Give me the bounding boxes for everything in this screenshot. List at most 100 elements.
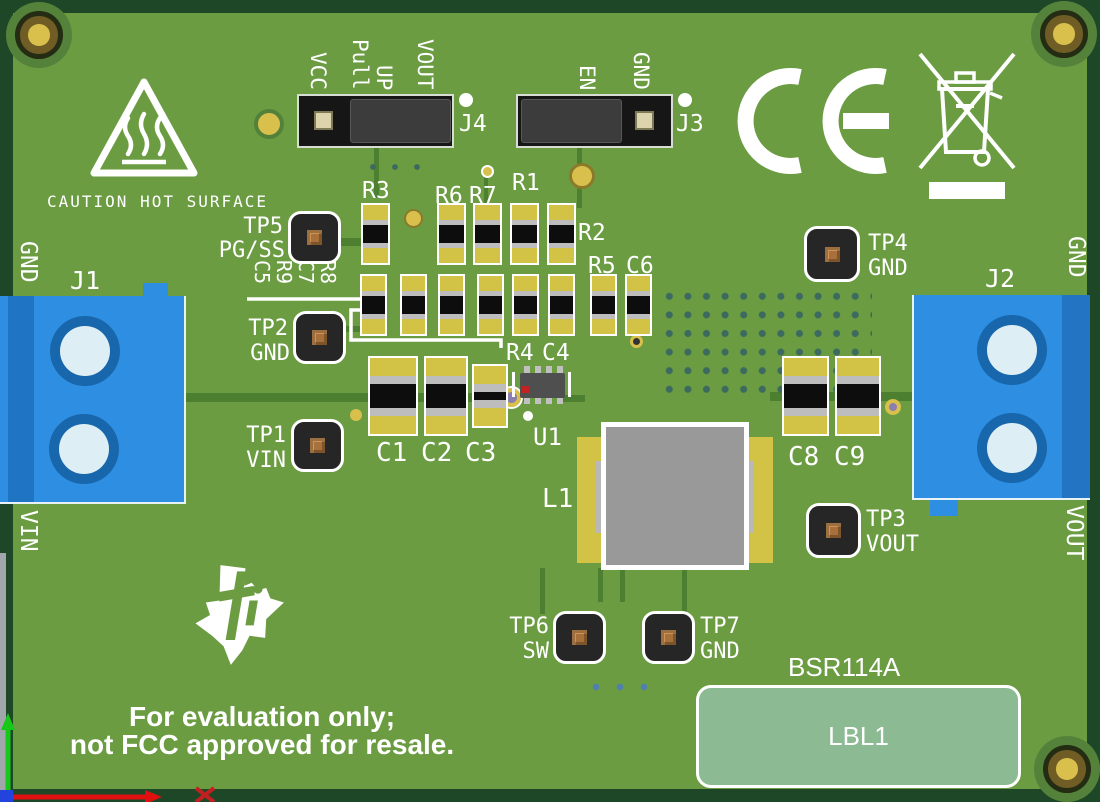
via-dots-small bbox=[362, 162, 432, 172]
jumper-j3 bbox=[516, 94, 673, 148]
testpoint-tp5 bbox=[288, 211, 341, 264]
mounting-hole bbox=[6, 2, 72, 68]
tp7-refdes: TP7 bbox=[700, 614, 740, 639]
mounting-hole bbox=[1031, 1, 1097, 67]
refdes-c3: C3 bbox=[465, 438, 497, 468]
tp5-signal: PG/SS bbox=[218, 238, 285, 263]
via-dots-small bbox=[584, 681, 650, 693]
resistor-r2 bbox=[547, 203, 576, 265]
connector-hole bbox=[977, 413, 1047, 483]
via bbox=[481, 165, 494, 178]
tp4-refdes: TP4 bbox=[868, 231, 908, 256]
tp6-refdes: TP6 bbox=[509, 614, 549, 639]
board-edge-right bbox=[1087, 0, 1100, 802]
testpoint-tp1 bbox=[291, 419, 344, 472]
refdes-r7: R7 bbox=[469, 183, 497, 209]
refdes-r5: R5 bbox=[588, 253, 616, 279]
tp2-refdes: TP2 bbox=[248, 316, 288, 341]
refdes-r1: R1 bbox=[512, 170, 540, 196]
tp2-signal: GND bbox=[250, 341, 290, 366]
trace bbox=[620, 568, 625, 602]
connector-tab bbox=[930, 500, 958, 516]
capacitor-c1 bbox=[368, 356, 418, 436]
refdes-c2: C2 bbox=[421, 438, 453, 468]
connector-slot bbox=[8, 296, 34, 502]
eval-notice-line2: not FCC approved for resale. bbox=[69, 729, 455, 760]
refdes-c5: C5 bbox=[250, 260, 274, 285]
j3-pin-label-en: EN bbox=[575, 64, 599, 90]
refdes-c1: C1 bbox=[376, 438, 408, 468]
ti-logo-icon bbox=[195, 565, 284, 665]
resistor-r3 bbox=[361, 203, 390, 265]
passive bbox=[360, 274, 387, 336]
j1-lower-label: VIN bbox=[15, 510, 41, 552]
via bbox=[630, 335, 643, 348]
silk-dot bbox=[678, 93, 692, 107]
refdes-r6: R6 bbox=[435, 183, 463, 209]
silk-line bbox=[512, 372, 515, 397]
jumper-shunt bbox=[350, 99, 451, 143]
trace bbox=[682, 568, 687, 614]
capacitor-c6 bbox=[625, 274, 652, 336]
board-edge-side bbox=[0, 553, 6, 793]
refdes-c4: C4 bbox=[542, 340, 570, 366]
tp1-signal: VIN bbox=[246, 448, 286, 473]
refdes-c8: C8 bbox=[788, 442, 820, 472]
via bbox=[885, 399, 901, 415]
silk-dot bbox=[459, 93, 473, 107]
tp1-refdes: TP1 bbox=[246, 423, 286, 448]
passive bbox=[512, 274, 539, 336]
ic-pin bbox=[524, 394, 530, 404]
j3-pin-label-gnd: GND bbox=[629, 52, 653, 90]
refdes-r3: R3 bbox=[362, 178, 390, 204]
j4-refdes: J4 bbox=[459, 111, 487, 137]
j3-refdes: J3 bbox=[676, 111, 704, 137]
silk-line bbox=[568, 372, 571, 397]
trace bbox=[563, 395, 585, 402]
trace bbox=[484, 172, 488, 206]
capacitor-c8 bbox=[782, 356, 829, 436]
testpoint-tp7 bbox=[642, 611, 695, 664]
connector-j1 bbox=[0, 296, 186, 504]
ic-pin1-mark bbox=[522, 386, 529, 393]
refdes-c7: C7 bbox=[294, 260, 318, 285]
trace bbox=[340, 238, 378, 246]
capacitor-c3 bbox=[472, 364, 508, 428]
resistor-r5 bbox=[590, 274, 617, 336]
refdes-r2: R2 bbox=[578, 220, 606, 246]
ce-mark-icon bbox=[737, 68, 889, 174]
capacitor-c2 bbox=[424, 356, 468, 436]
j1-refdes: J1 bbox=[70, 266, 101, 295]
via bbox=[254, 109, 284, 139]
tp4-signal: GND bbox=[868, 256, 908, 281]
connector-tab bbox=[143, 283, 168, 299]
weee-bin-icon bbox=[918, 52, 1016, 199]
board-edge-bottom bbox=[0, 789, 1100, 802]
inductor-l1 bbox=[601, 422, 749, 570]
trace bbox=[346, 326, 368, 332]
axis-gizmo-icon bbox=[0, 713, 216, 802]
trace bbox=[540, 568, 545, 614]
ic-pin bbox=[546, 394, 552, 404]
caution-hot-surface-icon bbox=[90, 78, 198, 177]
jumper-pin bbox=[635, 111, 654, 130]
ic-pin bbox=[557, 394, 563, 404]
testpoint-tp2 bbox=[293, 311, 346, 364]
ic-pin bbox=[535, 394, 541, 404]
testpoint-tp6 bbox=[553, 611, 606, 664]
j4-pin-label-up: UP bbox=[372, 64, 396, 90]
refdes-l1: L1 bbox=[542, 484, 574, 514]
refdes-u1: U1 bbox=[533, 423, 562, 451]
resistor-r1 bbox=[510, 203, 539, 265]
j4-pin-label-vcc: VCC bbox=[306, 52, 330, 90]
connector-j2 bbox=[912, 295, 1090, 500]
ic-pin bbox=[546, 366, 552, 376]
ic-pin bbox=[535, 366, 541, 376]
tp3-signal: VOUT bbox=[866, 532, 919, 557]
passive bbox=[438, 274, 465, 336]
board-edge-top bbox=[0, 0, 1100, 13]
tp3-refdes: TP3 bbox=[866, 507, 906, 532]
refdes-c6: C6 bbox=[626, 253, 654, 279]
refdes-r8: R8 bbox=[316, 260, 340, 285]
